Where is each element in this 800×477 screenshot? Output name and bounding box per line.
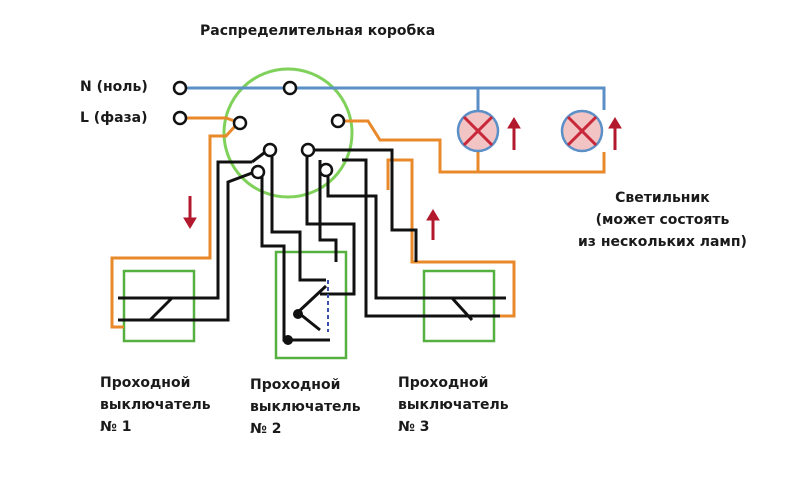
switch-3-caption-line3: № 3 [398, 419, 430, 435]
neutral-wire [186, 86, 606, 110]
junction-box [222, 67, 354, 199]
switch-2-pivot-b [283, 335, 293, 345]
phase-wire [110, 116, 606, 329]
arrow-up-icon [426, 209, 440, 240]
switch-2-caption-line2: выключатель [250, 399, 361, 415]
lamp-icon [456, 109, 500, 153]
arrow-up-icon [608, 117, 622, 150]
switch-3-caption: Проходной выключатель № 3 [398, 372, 509, 438]
lamp-caption-line3: из нескольких ламп) [578, 234, 747, 250]
switch-3-caption-line2: выключатель [398, 397, 509, 413]
lamp-caption-line1: Светильник [615, 190, 710, 206]
switch-1-caption-line1: Проходной [100, 375, 191, 391]
switch-2-caption: Проходной выключатель № 2 [250, 374, 361, 440]
arrow-down-icon [183, 196, 197, 229]
switch-3-caption-line1: Проходной [398, 375, 489, 391]
switch-1-caption: Проходной выключатель № 1 [100, 372, 211, 438]
switch-1-caption-line3: № 1 [100, 419, 132, 435]
switch-wires [118, 148, 506, 342]
switch-2-pivot [293, 309, 303, 319]
switch-1-housing [122, 269, 196, 343]
terminal-n-label: N (ноль) [80, 79, 148, 95]
terminal-l-label: L (фаза) [80, 110, 148, 126]
switch-2-housing [274, 250, 348, 360]
switch-3-housing [422, 269, 496, 343]
lamp-icon [560, 109, 604, 153]
switch-2-caption-line3: № 2 [250, 421, 282, 437]
switch-1-caption-line2: выключатель [100, 397, 211, 413]
terminal-icon [172, 80, 346, 180]
lamp-caption: Светильник (может состоять из нескольких… [578, 187, 747, 253]
diagram-title: Распределительная коробка [200, 23, 436, 39]
switch-2-caption-line1: Проходной [250, 377, 341, 393]
arrow-up-icon [507, 117, 521, 150]
lamp-caption-line2: (может состоять [595, 212, 730, 228]
